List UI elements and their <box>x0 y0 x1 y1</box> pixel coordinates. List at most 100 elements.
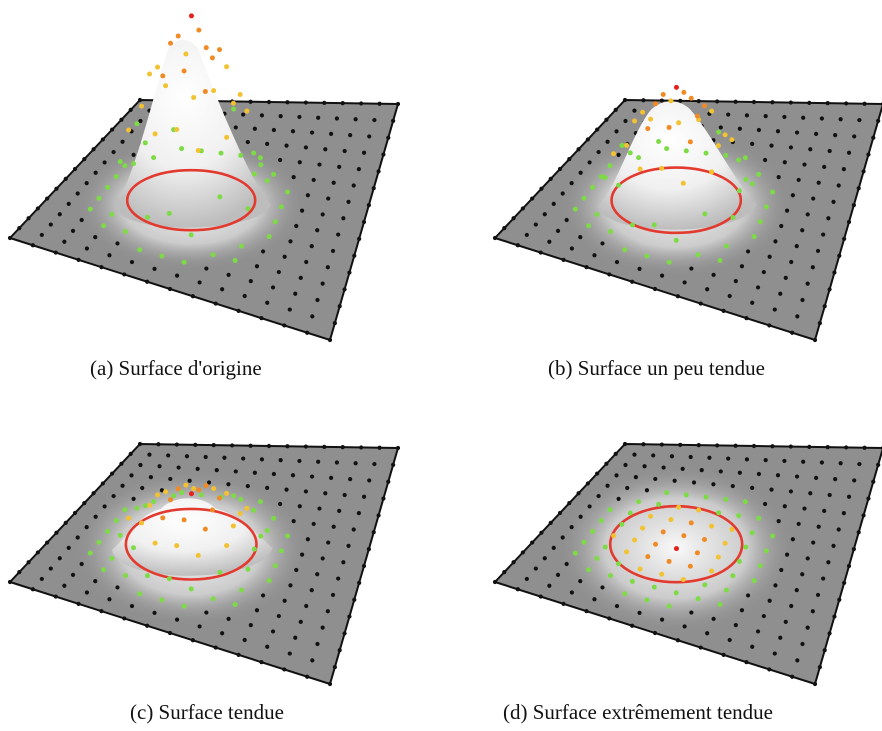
control-point <box>122 272 127 277</box>
control-point-lifted <box>230 100 236 106</box>
control-point <box>259 316 264 321</box>
control-point <box>584 265 589 270</box>
control-point <box>303 100 308 105</box>
control-point <box>755 285 761 290</box>
control-point <box>547 239 552 244</box>
control-point-lifted <box>224 543 230 549</box>
control-point <box>386 479 391 484</box>
control-point <box>298 619 303 624</box>
control-point <box>808 491 813 496</box>
boundary-curve <box>124 507 258 581</box>
control-point <box>145 279 150 284</box>
control-point <box>555 572 561 577</box>
control-point <box>810 265 815 270</box>
control-point <box>652 286 658 292</box>
control-point <box>802 162 807 167</box>
control-point <box>511 216 516 221</box>
control-point <box>623 118 628 124</box>
control-point-lifted <box>756 515 762 521</box>
control-point <box>576 491 581 496</box>
control-point <box>715 443 720 448</box>
control-point <box>756 127 762 133</box>
control-point <box>769 487 774 492</box>
control-point <box>334 460 340 465</box>
control-point <box>819 116 825 121</box>
control-point <box>871 479 876 484</box>
control-point <box>331 180 336 185</box>
control-point-lifted <box>607 507 613 513</box>
control-point-lifted <box>96 195 102 201</box>
control-point <box>138 462 143 468</box>
control-point-lifted <box>586 567 592 573</box>
control-point-lifted <box>709 568 715 574</box>
control-point <box>795 314 800 319</box>
control-point <box>285 100 290 105</box>
control-point <box>377 445 382 450</box>
control-point <box>856 530 861 535</box>
control-point-lifted <box>230 523 236 529</box>
control-point <box>821 232 826 237</box>
control-point-lifted <box>113 518 119 524</box>
control-point <box>585 481 590 486</box>
control-point-lifted <box>196 27 202 33</box>
control-point <box>245 483 250 489</box>
control-point <box>775 473 781 478</box>
control-point <box>70 572 76 577</box>
control-point <box>351 527 356 532</box>
control-point-lifted <box>137 591 143 597</box>
control-point <box>817 665 822 670</box>
control-point <box>62 583 67 588</box>
control-point-lifted <box>285 533 291 539</box>
control-point <box>745 249 751 254</box>
control-point <box>689 266 694 271</box>
control-point-lifted <box>131 545 137 551</box>
control-point <box>613 107 618 112</box>
control-point <box>348 133 353 138</box>
control-point <box>825 101 830 106</box>
control-point <box>226 616 231 621</box>
control-point <box>808 147 813 152</box>
control-point <box>222 455 227 460</box>
control-point <box>331 524 336 529</box>
control-point <box>822 304 827 309</box>
control-point <box>614 129 619 134</box>
control-point-lifted <box>183 482 189 488</box>
control-point-lifted <box>716 129 722 135</box>
control-point-lifted <box>160 73 166 79</box>
control-point-lifted <box>651 584 657 590</box>
control-point <box>347 270 352 275</box>
control-point <box>203 454 208 460</box>
control-point <box>254 264 260 269</box>
control-point-lifted <box>181 259 187 265</box>
control-point-lifted <box>703 150 709 156</box>
control-point-lifted <box>624 549 630 555</box>
control-point <box>7 235 13 241</box>
surface-bump <box>113 39 272 228</box>
control-point <box>739 608 745 613</box>
control-point <box>560 535 565 540</box>
control-point <box>788 489 794 494</box>
control-point <box>76 601 81 606</box>
control-point <box>298 275 303 280</box>
control-point <box>299 208 305 213</box>
control-point-lifted <box>716 510 722 516</box>
control-point-lifted <box>166 210 172 216</box>
control-point <box>625 485 630 491</box>
control-point-lifted <box>181 68 187 74</box>
control-point <box>637 610 642 615</box>
control-point <box>800 572 805 577</box>
control-point-lifted <box>217 194 223 200</box>
control-point-lifted <box>722 132 728 138</box>
control-point-lifted <box>251 546 257 552</box>
control-point <box>242 293 247 299</box>
control-point <box>769 143 774 148</box>
control-point <box>356 511 361 516</box>
control-point <box>241 112 246 117</box>
control-point <box>533 566 538 571</box>
control-point <box>745 593 751 598</box>
control-point <box>282 254 287 259</box>
control-point <box>342 287 347 292</box>
control-point <box>632 452 637 457</box>
control-point <box>530 540 535 545</box>
control-point-lifted <box>695 252 701 258</box>
